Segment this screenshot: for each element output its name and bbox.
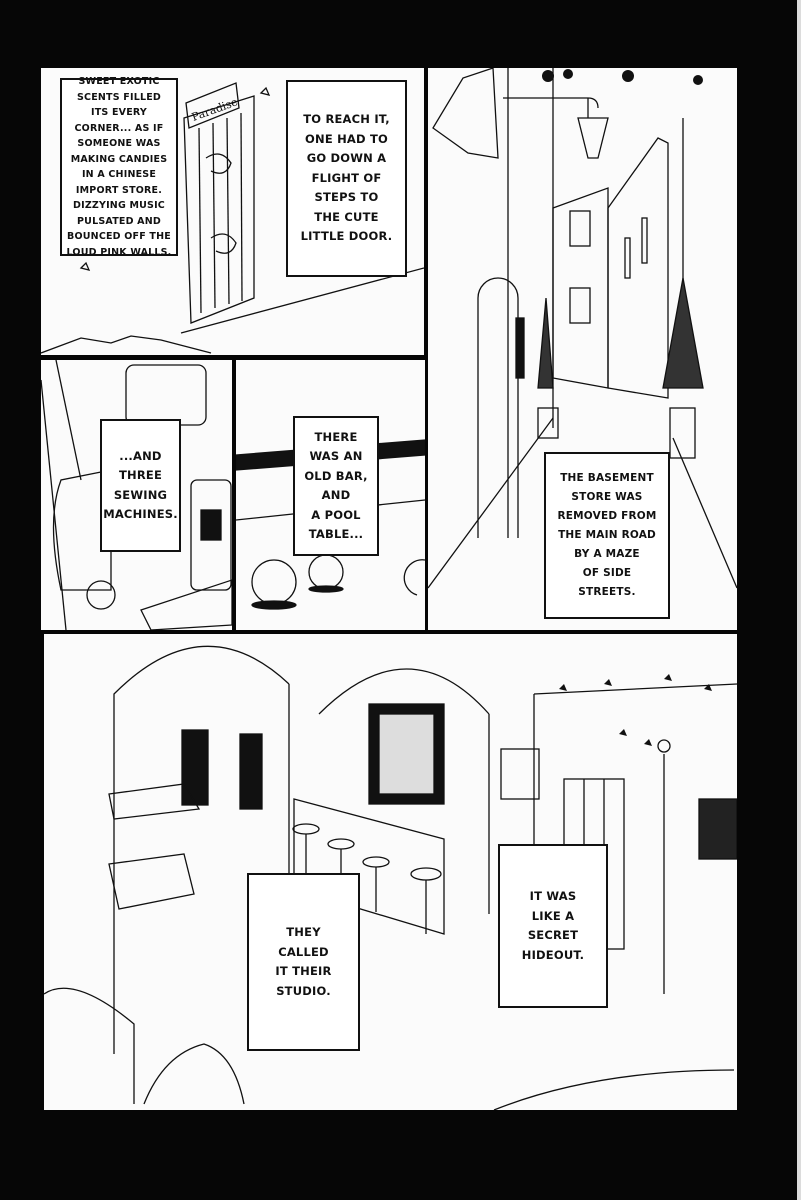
caption-secret-hideout: IT WAS LIKE A SECRET HIDEOUT. <box>498 844 608 1008</box>
panel-shop-door: Paradise SWEET EXOTIC SCENTS FILLED ITS … <box>41 68 424 355</box>
caption-scents: SWEET EXOTIC SCENTS FILLED ITS EVERY COR… <box>60 76 178 258</box>
caption-basement-store: THE BASEMENT STORE WAS REMOVED FROM THE … <box>544 452 670 619</box>
door-sign: Paradise <box>190 95 240 124</box>
caption-sewing-machines: ...AND THREE SEWING MACHINES. <box>100 419 181 552</box>
panel-bar-pool: THERE WAS AN OLD BAR, AND A POOL TABLE..… <box>236 360 425 630</box>
panel-alley: THE BASEMENT STORE WAS REMOVED FROM THE … <box>428 68 737 630</box>
panel-studio: THEY CALLED IT THEIR STUDIO. IT WAS LIKE… <box>44 634 737 1110</box>
panel-sewing-machines: ...AND THREE SEWING MACHINES. <box>41 360 232 630</box>
studio-illustration <box>44 645 737 1110</box>
alley-illustration <box>428 68 737 589</box>
page-edge <box>797 0 801 1200</box>
caption-bar-pool: THERE WAS AN OLD BAR, AND A POOL TABLE..… <box>293 416 379 556</box>
caption-studio: THEY CALLED IT THEIR STUDIO. <box>247 873 360 1051</box>
caption-reach-door: TO REACH IT, ONE HAD TO GO DOWN A FLIGHT… <box>286 80 407 277</box>
